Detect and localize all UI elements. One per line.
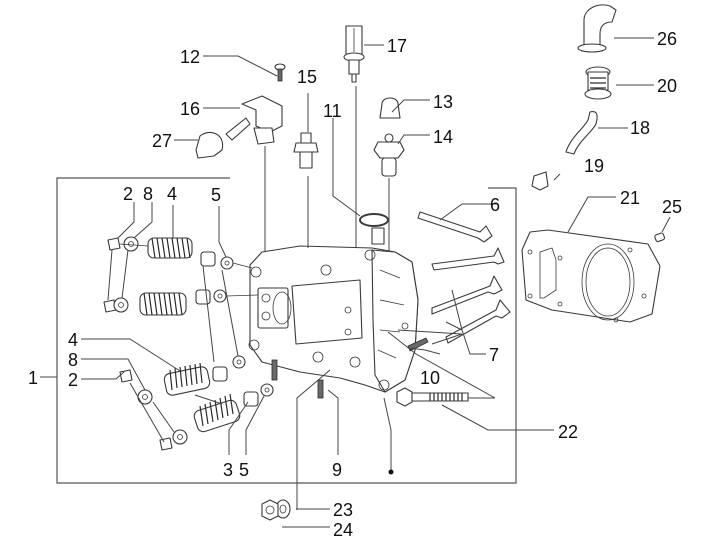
callout-4[interactable]: 4 [167, 184, 177, 204]
callout-2[interactable]: 2 [68, 370, 78, 390]
callout-5[interactable]: 5 [239, 460, 249, 480]
thermostat-cover-26[interactable] [577, 4, 617, 53]
callout-4[interactable]: 4 [68, 330, 78, 350]
callout-26[interactable]: 26 [657, 29, 677, 49]
cap-13[interactable] [379, 97, 401, 119]
leader-dot [388, 469, 394, 475]
callout-17[interactable]: 17 [387, 36, 407, 56]
callout-16[interactable]: 16 [180, 99, 200, 119]
callout-27[interactable]: 27 [152, 131, 172, 151]
callout-9[interactable]: 9 [332, 460, 342, 480]
callout-5[interactable]: 5 [211, 185, 221, 205]
thermostat-20[interactable] [584, 66, 612, 100]
callout-15[interactable]: 15 [297, 67, 317, 87]
cylinder-head[interactable] [248, 245, 429, 399]
callout-12[interactable]: 12 [180, 47, 200, 67]
sensor-15[interactable] [293, 132, 319, 169]
callout-19[interactable]: 19 [584, 156, 604, 176]
callouts: 1 2 8 4 5 4 8 2 3 5 9 10 11 12 13 14 15 … [28, 29, 682, 540]
callout-23[interactable]: 23 [333, 500, 353, 520]
callout-14[interactable]: 14 [433, 127, 453, 147]
callout-24[interactable]: 24 [333, 520, 353, 540]
head-gasket-21[interactable] [521, 229, 661, 323]
valves[interactable] [417, 211, 511, 344]
callout-8[interactable]: 8 [68, 350, 78, 370]
hose-18[interactable] [565, 111, 598, 155]
callout-20[interactable]: 20 [657, 76, 677, 96]
leader-lines [81, 37, 671, 528]
dowel-pin-25[interactable] [654, 232, 666, 243]
hose-clamp-11[interactable] [359, 213, 389, 245]
callout-22[interactable]: 22 [558, 422, 578, 442]
valve-train-lower[interactable] [119, 355, 274, 451]
secondary-air-valve-16[interactable] [225, 95, 283, 145]
assembly-frame [40, 177, 517, 484]
callout-6[interactable]: 6 [490, 195, 500, 215]
callout-1[interactable]: 1 [28, 368, 38, 388]
callout-8[interactable]: 8 [143, 184, 153, 204]
callout-2[interactable]: 2 [123, 184, 133, 204]
clamp-27[interactable] [195, 132, 224, 159]
callout-21[interactable]: 21 [620, 188, 640, 208]
sensor-17[interactable] [343, 25, 365, 83]
nut-24[interactable] [261, 499, 279, 521]
clip-19[interactable] [531, 171, 549, 191]
callout-3[interactable]: 3 [223, 460, 233, 480]
callout-25[interactable]: 25 [662, 197, 682, 217]
callout-10[interactable]: 10 [420, 368, 440, 388]
callout-18[interactable]: 18 [630, 118, 650, 138]
callout-7[interactable]: 7 [489, 345, 499, 365]
callout-13[interactable]: 13 [433, 92, 453, 112]
valve-train-upper[interactable] [103, 236, 259, 316]
screw-12[interactable] [274, 63, 286, 82]
bolt-22[interactable] [396, 387, 469, 407]
callout-11[interactable]: 11 [323, 101, 342, 121]
bleed-valve-14[interactable] [373, 133, 405, 177]
